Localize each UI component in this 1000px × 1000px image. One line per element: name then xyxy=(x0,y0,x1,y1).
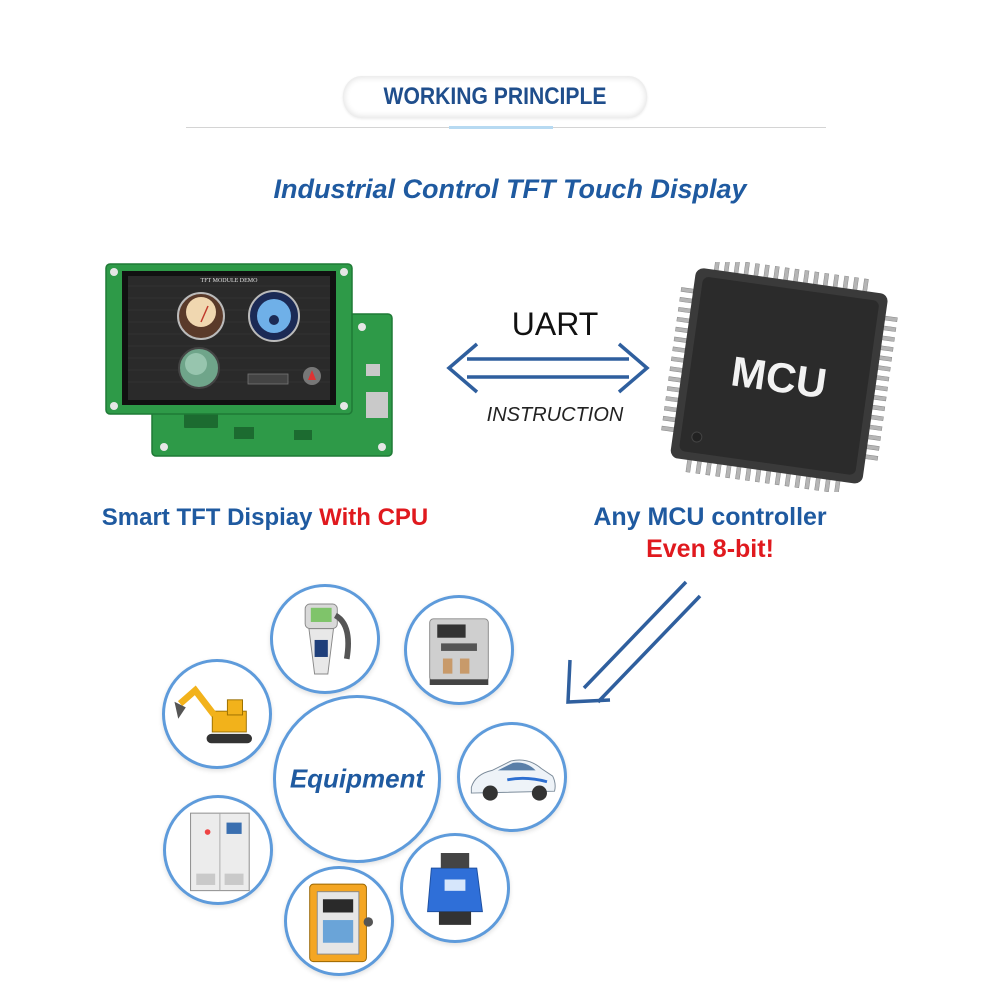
section-title: WORKING PRINCIPLE xyxy=(342,76,648,118)
uart-double-arrow xyxy=(446,342,650,394)
display-caption: Smart TFT Dispiay With CPU xyxy=(40,504,490,532)
equipment-center: Equipment xyxy=(273,695,441,863)
equipment-label: Equipment xyxy=(289,763,425,794)
control-panel-icon xyxy=(309,883,374,963)
header-accent-bar xyxy=(449,126,553,129)
screen-caption: TFT MODULE DEMO xyxy=(201,278,259,284)
car-icon xyxy=(470,759,556,801)
coffee-machine-icon xyxy=(429,618,489,685)
handheld-device-icon xyxy=(304,603,351,675)
tft-display-module: TFT MODULE DEMO xyxy=(105,263,393,457)
mcu-caption-line1: Any MCU controller xyxy=(593,503,827,531)
display-caption-main: Smart TFT Dispiay xyxy=(101,504,320,531)
equipment-coffee-machine xyxy=(404,595,514,705)
power-cabinet-icon xyxy=(190,812,250,892)
mcu-caption-line2: Even 8-bit! xyxy=(646,535,774,563)
mcu-chip: MCU xyxy=(661,262,898,492)
equipment-handheld-device xyxy=(270,584,380,694)
page-subtitle: Industrial Control TFT Touch Display xyxy=(273,174,747,204)
display-caption-highlight: With CPU xyxy=(319,504,429,531)
excavator-icon xyxy=(174,685,252,744)
equipment-control-panel xyxy=(284,866,394,976)
instruction-label: INSTRUCTION xyxy=(486,404,624,426)
equipment-ultrasonic-machine xyxy=(400,833,510,943)
equipment-power-cabinet xyxy=(163,795,273,905)
ultrasonic-machine-icon xyxy=(427,853,483,925)
equipment-excavator xyxy=(162,659,272,769)
uart-label: UART xyxy=(511,306,599,342)
diagonal-double-arrow xyxy=(566,580,702,704)
equipment-car xyxy=(457,722,567,832)
